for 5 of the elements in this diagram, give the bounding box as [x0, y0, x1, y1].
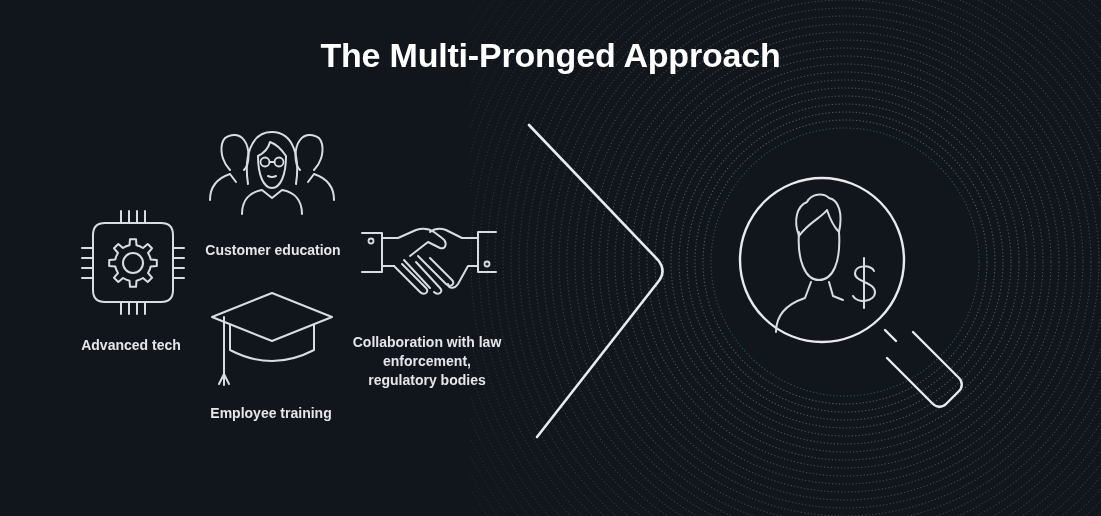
icon-caption: Employee training	[210, 404, 332, 423]
title: The Multi-Pronged Approach	[320, 36, 781, 74]
icon-caption: Customer education	[205, 241, 341, 260]
icon-caption: Collaboration with law enforcement, regulatory bodies	[351, 333, 503, 390]
icon-caption: Advanced tech	[81, 336, 181, 355]
